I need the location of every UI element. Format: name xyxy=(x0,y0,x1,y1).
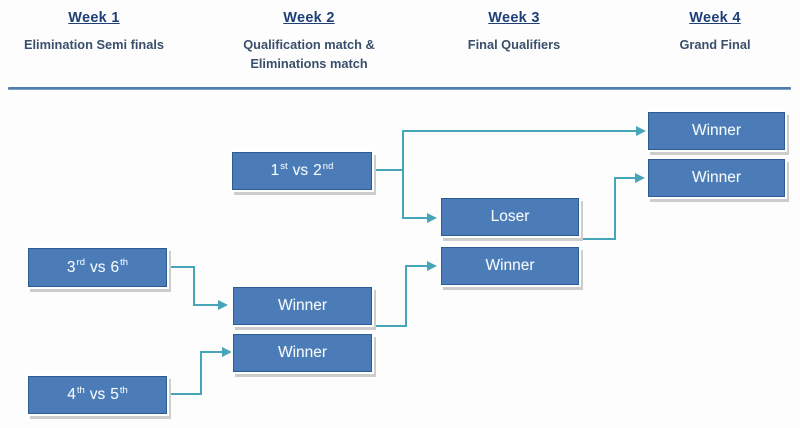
week-3-title: Week 3 xyxy=(488,10,540,26)
connector-w2-pair-out xyxy=(376,325,407,327)
connector-seed45-vertical xyxy=(200,351,202,395)
week-2-subtitle-line2: Eliminations match xyxy=(250,55,368,71)
week3-loser-box: Loser xyxy=(441,198,579,236)
arrowhead-w2-winner2-icon xyxy=(222,347,232,357)
connector-seed36-out xyxy=(168,266,195,268)
connector-to-w3-winner xyxy=(405,265,428,267)
connector-seed12-vertical xyxy=(402,130,404,219)
connector-to-w2-winner1 xyxy=(193,304,219,306)
week-2-subtitle: Qualification match & xyxy=(243,37,375,52)
week-1-title: Week 1 xyxy=(68,10,120,26)
week-3-subtitle: Final Qualifiers xyxy=(467,37,561,52)
week-4-subtitle: Grand Final xyxy=(679,37,751,52)
connector-to-w2-winner2 xyxy=(200,351,223,353)
arrowhead-w2-winner1-icon xyxy=(218,300,228,310)
connector-to-loser xyxy=(402,217,428,219)
connector-w3-pair-out xyxy=(583,238,616,240)
connector-to-w4-winner2 xyxy=(614,177,636,179)
winner-label: Winner xyxy=(691,169,742,186)
week2-winner2-box: Winner xyxy=(233,334,372,372)
connector-seed36-vertical xyxy=(193,266,195,306)
connector-seed12-out xyxy=(376,169,403,171)
winner-label: Winner xyxy=(277,344,328,361)
week4-winner2-box: Winner xyxy=(648,159,785,197)
connector-seed45-out xyxy=(168,393,202,395)
connector-to-w4-winner1 xyxy=(402,130,636,132)
header-week-4: Week 4 Grand Final xyxy=(625,9,800,55)
week-2-title: Week 2 xyxy=(283,10,335,26)
week-4-title: Week 4 xyxy=(689,10,741,26)
loser-label: Loser xyxy=(490,208,530,225)
week-1-subtitle: Elimination Semi finals xyxy=(23,37,165,52)
header-week-2: Week 2 Qualification match & Elimination… xyxy=(214,9,404,73)
header-week-3: Week 3 Final Qualifiers xyxy=(419,9,609,55)
week4-winner1-box: Winner xyxy=(648,112,785,150)
winner-label: Winner xyxy=(485,257,535,274)
arrowhead-w3-winner-icon xyxy=(427,261,437,271)
connector-w3-pair-vertical xyxy=(614,177,616,240)
week3-winner-box: Winner xyxy=(441,247,579,285)
header-week-1: Week 1 Elimination Semi finals xyxy=(4,9,184,55)
connector-w2-pair-vertical xyxy=(405,265,407,327)
week2-winner1-box: Winner xyxy=(233,287,372,325)
arrowhead-w4-winner2-icon xyxy=(635,173,645,183)
arrowhead-w4-winner1-icon xyxy=(636,126,646,136)
header-divider-rule xyxy=(8,87,791,90)
arrowhead-loser-icon xyxy=(427,213,437,223)
winner-label: Winner xyxy=(277,297,328,314)
winner-label: Winner xyxy=(691,122,742,139)
